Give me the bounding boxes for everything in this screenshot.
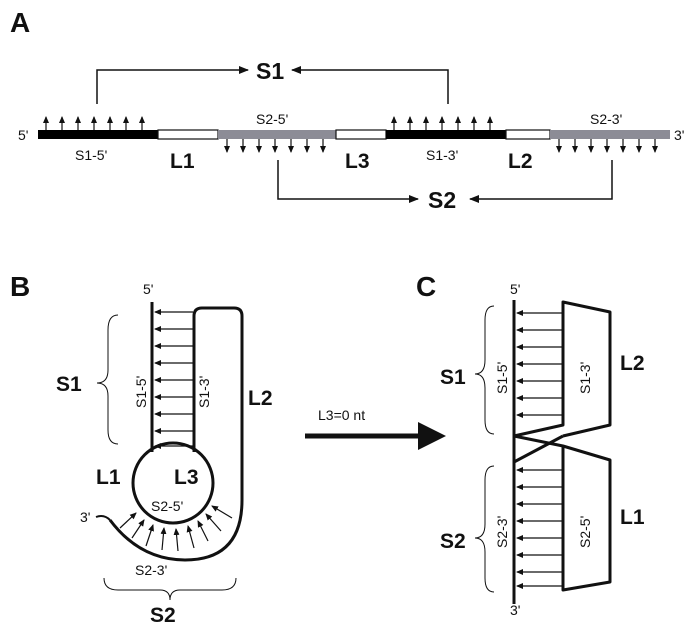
c-s1-3-label: S1-3' (577, 362, 593, 394)
panel-a: A S1 5' 3' (10, 7, 684, 213)
a-3prime-label: 3' (674, 127, 684, 143)
a-s2-down-arrows (224, 139, 658, 153)
c-l2-label: L2 (620, 352, 645, 375)
panel-c: C 5' 3' (416, 271, 645, 618)
a-l3-segment (335, 129, 387, 140)
a-l1-segment (157, 129, 219, 140)
c-s2-brace (474, 465, 495, 593)
a-s1-up-arrows (43, 116, 493, 130)
c-s1-pair-arrows (516, 310, 562, 418)
c-s2-3-label: S2-3' (494, 516, 510, 548)
b-3prime-label: 3' (80, 509, 90, 525)
a-s2-label: S2 (428, 187, 456, 213)
c-s2-pair-arrows (516, 467, 562, 589)
b-s2-3-label: S2-3' (135, 562, 167, 578)
a-s1-5-label: S1-5' (75, 147, 107, 163)
b-s1-brace (96, 314, 119, 445)
b-s1-label: S1 (56, 373, 82, 396)
s2-arrow-right (469, 160, 613, 203)
a-s1-3-segment (386, 130, 506, 139)
b-l2-loop (108, 306, 244, 562)
b-s2-label: S2 (150, 604, 176, 627)
c-s1-label: S1 (440, 366, 466, 389)
a-5prime-label: 5' (18, 127, 28, 143)
panel-c-label: C (416, 271, 436, 302)
c-upper-loop (513, 300, 612, 438)
transition-arrow-head (418, 422, 446, 450)
c-s2-5-label: S2-5' (577, 516, 593, 548)
c-s1-brace (474, 305, 495, 435)
c-s1-5-label: S1-5' (494, 362, 510, 394)
b-l1-l3-loop (131, 441, 215, 525)
b-3prime-tail (95, 515, 111, 521)
b-s1-3-label: S1-3' (196, 376, 212, 408)
b-l2-label: L2 (248, 387, 273, 410)
a-s2-5-segment (218, 130, 336, 139)
s2-arrow-left (277, 160, 419, 203)
c-cross-a (513, 434, 564, 448)
b-l1-label: L1 (96, 466, 121, 489)
a-s1-5-segment (38, 130, 158, 139)
b-s1-pair-arrows (154, 309, 193, 449)
a-l1-label: L1 (170, 150, 195, 173)
b-l3-label: L3 (174, 466, 199, 489)
s1-arrow-right (291, 66, 449, 104)
c-l1-label: L1 (620, 506, 645, 529)
c-s2-label: S2 (440, 530, 466, 553)
panel-b-label: B (10, 271, 30, 302)
panel-b: B 5' 3' S1-5' S1-3' S1 L2 L1 L (10, 271, 273, 627)
a-l2-segment (505, 129, 551, 140)
a-s2-3-label: S2-3' (590, 111, 622, 127)
a-s1-3-label: S1-3' (426, 147, 458, 163)
s1-arrow-left (96, 66, 249, 104)
a-s1-label: S1 (256, 58, 284, 84)
b-s2-brace (103, 577, 237, 601)
transition: L3=0 nt (305, 407, 446, 450)
c-5prime-label: 5' (510, 281, 520, 297)
b-s2-pair-arrows (119, 505, 233, 552)
b-s2-5-label: S2-5' (151, 498, 183, 514)
transition-label: L3=0 nt (318, 407, 365, 423)
panel-a-label: A (10, 7, 30, 38)
b-s1-5-label: S1-5' (133, 376, 149, 408)
b-5prime-label: 5' (143, 281, 153, 297)
a-s2-3-segment (550, 130, 670, 139)
a-l2-label: L2 (508, 150, 533, 173)
c-3prime-label: 3' (510, 602, 520, 618)
a-s2-5-label: S2-5' (256, 111, 288, 127)
c-cross-b (513, 434, 564, 464)
c-lower-loop (561, 444, 612, 592)
a-l3-label: L3 (345, 150, 370, 173)
